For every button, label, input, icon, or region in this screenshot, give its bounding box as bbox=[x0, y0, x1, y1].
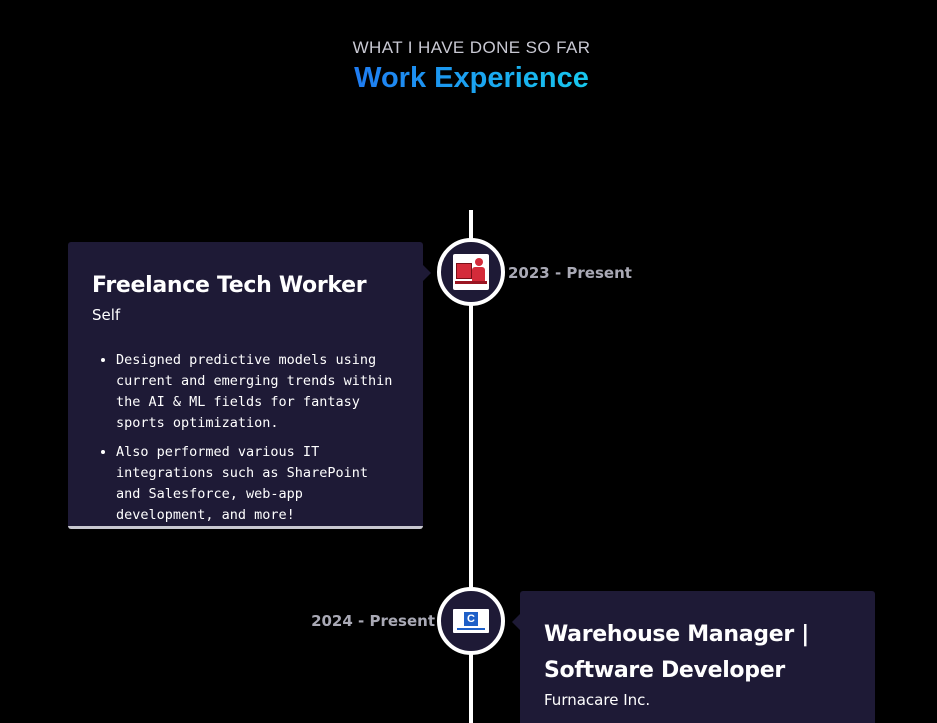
experience-role: Warehouse Manager | Software Developer bbox=[544, 617, 851, 689]
timeline-line bbox=[469, 210, 473, 723]
experience-role: Freelance Tech Worker bbox=[92, 273, 367, 298]
desk-worker-icon bbox=[453, 254, 489, 290]
timeline-node-freelance bbox=[437, 238, 505, 306]
experience-date: 2024 - Present bbox=[311, 612, 435, 630]
experience-company: Furnacare Inc. bbox=[544, 691, 651, 709]
logo-letter: C bbox=[464, 612, 478, 626]
section-title-text: Work Experience bbox=[354, 62, 589, 94]
experience-date: 2023 - Present bbox=[508, 264, 632, 282]
experience-company: Self bbox=[92, 306, 121, 324]
experience-points: Designed predictive models using current… bbox=[92, 350, 399, 526]
card-pointer-arrow bbox=[512, 614, 520, 630]
experience-role-line: Software Developer bbox=[544, 658, 785, 683]
furnacare-logo-icon: C bbox=[453, 609, 489, 633]
section-title: Work Experience bbox=[0, 62, 937, 95]
timeline-node-furnacare: C bbox=[437, 587, 505, 655]
experience-role-line: Warehouse Manager | bbox=[544, 622, 809, 647]
experience-point: Also performed various IT integrations s… bbox=[116, 442, 399, 526]
section-subtitle: WHAT I HAVE DONE SO FAR bbox=[352, 38, 591, 57]
experience-card-furnacare: Warehouse Manager | Software Developer F… bbox=[520, 591, 875, 723]
experience-point: Designed predictive models using current… bbox=[116, 350, 399, 434]
card-pointer-arrow bbox=[423, 265, 431, 281]
experience-card-freelance: Freelance Tech Worker Self Designed pred… bbox=[68, 242, 423, 529]
